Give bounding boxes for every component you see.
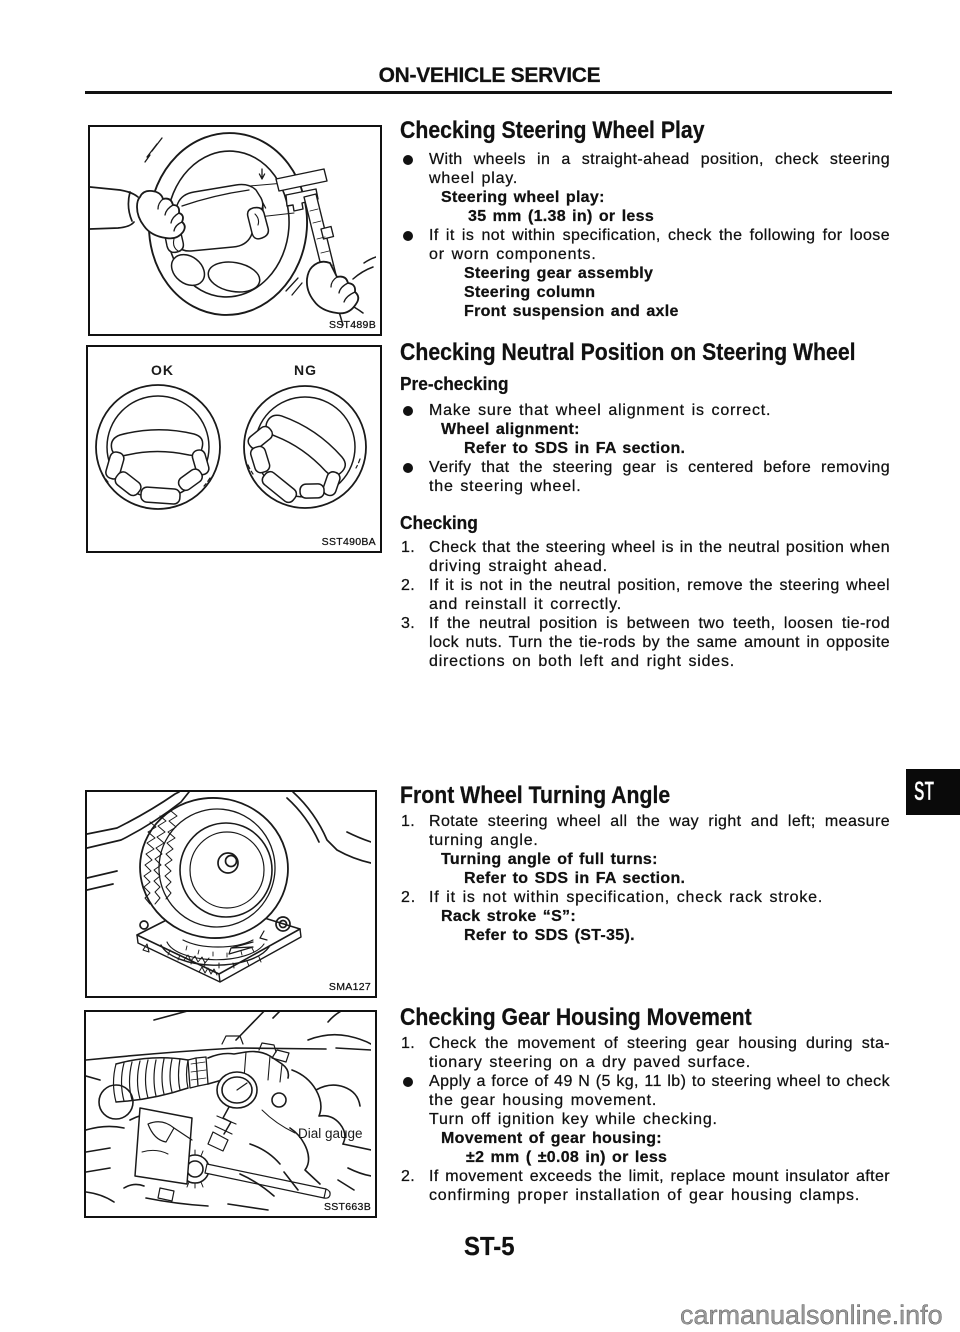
svg-text:OK: OK [151,362,174,378]
svg-text:NG: NG [294,362,317,378]
svg-text:Dial gauge: Dial gauge [298,1126,363,1141]
